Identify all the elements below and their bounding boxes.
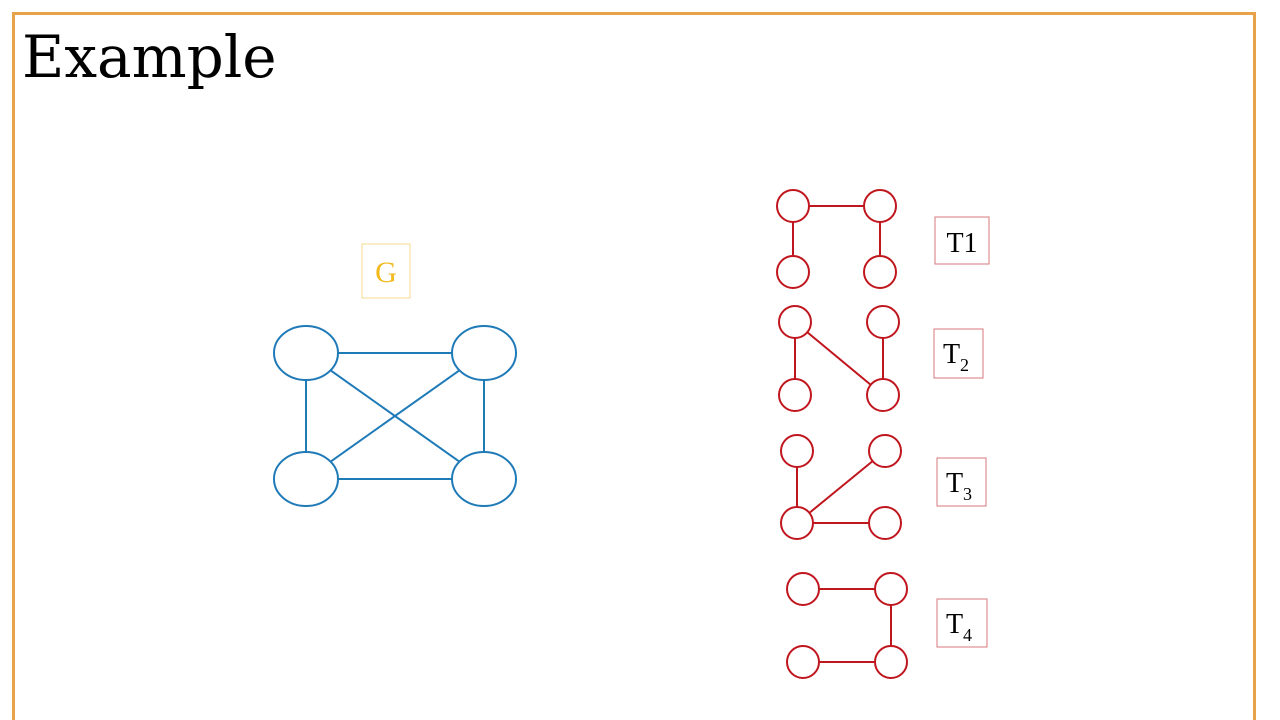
tree-label-text: T2 [943,339,969,375]
tree-label-text: T4 [946,609,972,645]
tree-label-text: T1 [946,228,977,259]
tree-node-bottom-left [780,506,814,540]
graph-node-bottom-left [273,451,339,507]
tree-label-main: T [943,339,960,370]
tree-label-box [936,457,987,507]
tree-node-bottom-left [786,645,820,679]
tree-node-top-left [778,305,812,339]
tree-label-subscript: 4 [963,625,972,645]
tree-edge-top-right-bottom-left [808,460,874,514]
tree-node-top-right [866,305,900,339]
tree-label-subscript: 3 [963,484,972,504]
tree-edge-top-left-bottom-right [806,331,872,386]
slide-frame-left [12,12,15,720]
tree-node-top-left [780,434,814,468]
tree-node-bottom-left [778,378,812,412]
tree-label-main: T [946,468,963,499]
spanning-tree-4 [786,572,908,679]
tree-label-4: T4 [936,598,988,648]
graph-node-top-left [273,325,339,381]
graph-edge-top-right-bottom-left [329,369,461,463]
tree-label-subscript: 2 [960,355,969,375]
tree-label-box [936,598,988,648]
tree-node-top-right [868,434,902,468]
graph-nodes [273,325,517,507]
tree-label-2: T2 [933,328,984,379]
tree-node-top-left [776,189,810,223]
tree-node-top-left [786,572,820,606]
slide-frame-right [1253,12,1256,720]
slide-title: Example [22,23,277,91]
slide-frame-top [12,12,1256,15]
graph-edges [305,352,485,480]
tree-label-text: T3 [946,468,972,504]
tree-node-bottom-right [874,645,908,679]
tree-label-box [934,216,990,265]
tree-node-bottom-right [863,255,897,289]
tree-label-1: T1 [934,216,990,265]
graph-label: G [375,256,397,289]
tree-label-main: T1 [946,228,977,259]
tree-node-bottom-right [866,378,900,412]
tree-label-3: T3 [936,457,987,507]
tree-node-top-right [863,189,897,223]
spanning-tree-1 [776,189,897,289]
tree-label-box [933,328,984,379]
tree-node-top-right [874,572,908,606]
graph-label-box [361,243,411,299]
tree-node-bottom-right [868,506,902,540]
graph-node-top-right [451,325,517,381]
tree-node-bottom-left [776,255,810,289]
graph-node-bottom-right [451,451,517,507]
tree-label-main: T [946,609,963,640]
spanning-tree-2 [778,305,900,412]
spanning-tree-3 [780,434,902,540]
